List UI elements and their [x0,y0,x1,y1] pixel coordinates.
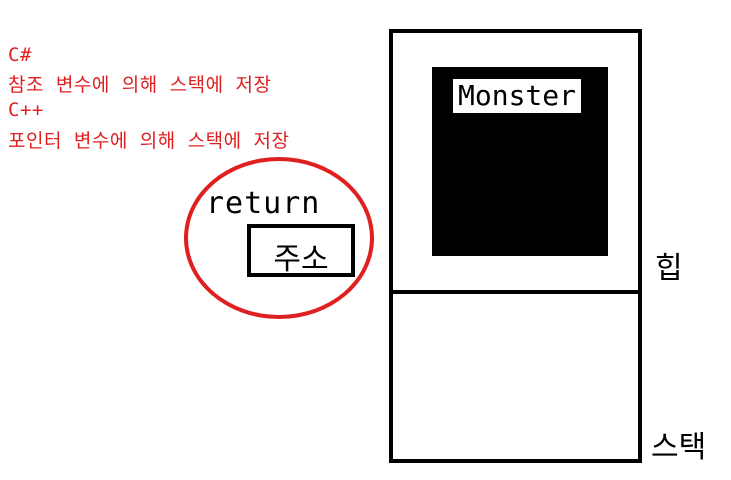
memory-box [389,29,642,463]
monster-label: Monster [453,79,582,113]
highlight-ellipse [184,157,374,319]
note-cpp-title: C++ [8,99,44,121]
monster-object-block: Monster [432,67,608,256]
note-csharp-desc: 참조 변수에 의해 스택에 저장 [8,74,272,96]
note-cpp-desc: 포인터 변수에 의해 스택에 저장 [8,130,290,152]
return-label: return [206,186,321,221]
address-label: 주소 [273,242,329,277]
heap-label: 힙 [655,251,683,286]
note-csharp-title: C# [8,44,32,66]
address-box: 주소 [247,224,355,277]
stack-label: 스택 [651,430,707,465]
heap-stack-divider [393,290,638,294]
